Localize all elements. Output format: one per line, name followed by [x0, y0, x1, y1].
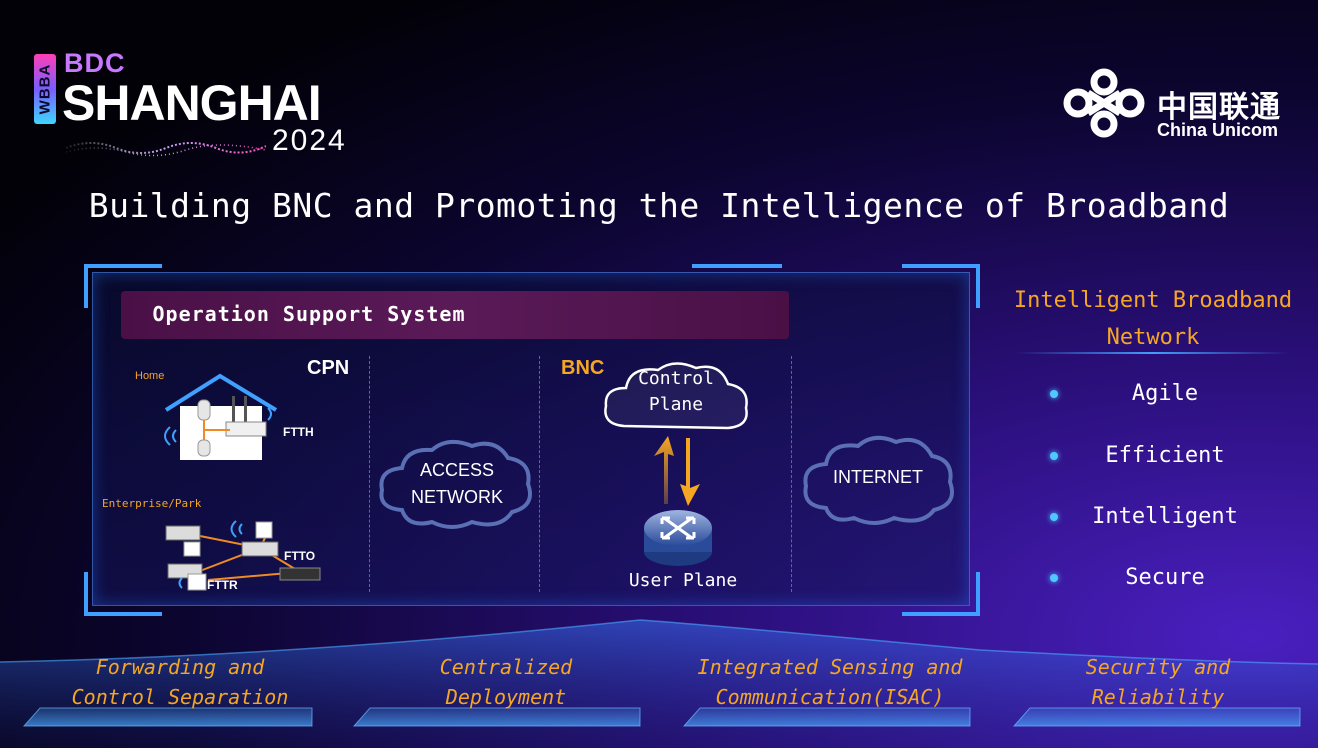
fttr-enterprise-label: FTTR: [207, 578, 238, 592]
bdc-text: BDC: [64, 48, 126, 78]
property-agile: Agile: [1131, 381, 1199, 406]
feature-line1: Centralized: [439, 655, 573, 679]
stage-platform-decoration-icon: [0, 619, 1318, 748]
feature-security-reliability: Security and Reliability: [1008, 652, 1308, 712]
ftth-label: FTTH: [283, 425, 314, 439]
feature-line2: Communication(ISAC): [715, 685, 945, 709]
property-efficient: Efficient: [1105, 443, 1225, 468]
partner-name-en: China Unicom: [1157, 120, 1279, 140]
user-plane-label: User Plane: [628, 570, 738, 591]
control-line2: Plane: [648, 394, 704, 415]
enterprise-label: Enterprise/Park: [102, 497, 202, 510]
oss-bar: [121, 291, 789, 339]
user-plane-router-icon: [644, 510, 712, 566]
internet-label: INTERNET: [833, 467, 923, 487]
feature-line2: Deployment: [445, 685, 567, 709]
separator-bnc-internet: [791, 356, 792, 592]
feature-line1: Security and: [1085, 655, 1231, 679]
bullet-dot-icon: [1050, 390, 1058, 398]
separator-access-bnc: [539, 356, 540, 592]
side-panel-divider: [1015, 352, 1290, 354]
access-line1: ACCESS: [419, 460, 495, 480]
cpn-label: CPN: [307, 357, 350, 379]
fttr-home-label: FTTR: [226, 443, 257, 457]
wbba-text: WBBA: [36, 63, 54, 115]
enterprise-network-icon: [165, 520, 321, 591]
property-secure: Secure: [1125, 565, 1205, 590]
side-heading-line2: Network: [1106, 325, 1200, 350]
feature-line1: Forwarding and: [95, 655, 265, 679]
feature-isac: Integrated Sensing and Communication(ISA…: [680, 652, 980, 712]
partner-name-cn: 中国联通: [1157, 90, 1281, 125]
internet-cloud-icon: [803, 435, 954, 525]
control-plane-label: Control Plane: [606, 366, 746, 418]
property-intelligent: Intelligent: [1092, 504, 1238, 529]
frame-corner-decoration-icon: [84, 264, 980, 616]
access-network-cloud-icon: [379, 439, 532, 529]
bnc-label: BNC: [561, 357, 605, 379]
bullet-dot-icon: [1050, 574, 1058, 582]
feature-line1: Integrated Sensing and: [697, 655, 963, 679]
control-line1: Control: [638, 368, 714, 389]
china-unicom-logo-icon: [1063, 68, 1145, 138]
wave-decoration-icon: [66, 142, 266, 157]
feature-centralized-deployment: Centralized Deployment: [356, 652, 656, 712]
feature-line2: Control Separation: [71, 685, 289, 709]
bullet-dot-icon: [1050, 452, 1058, 460]
page-title: Building BNC and Promoting the Intellige…: [88, 186, 1230, 225]
wbba-badge: WBBA: [34, 54, 56, 124]
home-label: Home: [135, 370, 165, 382]
side-panel-heading: Intelligent Broadband Network: [1000, 282, 1306, 356]
bullet-dot-icon: [1050, 513, 1058, 521]
home-house-icon: [164, 373, 278, 460]
event-year: 2024: [272, 124, 347, 157]
access-network-label: ACCESS NETWORK: [395, 457, 519, 511]
ftto-label: FTTO: [284, 549, 316, 563]
separator-cpn-access: [369, 356, 370, 592]
oss-label: Operation Support System: [152, 302, 466, 326]
control-user-arrows-icon: [654, 436, 700, 506]
control-plane-cloud-icon: [604, 362, 748, 430]
event-city: SHANGHAI: [62, 75, 322, 131]
feature-line2: Reliability: [1091, 685, 1225, 709]
feature-forwarding-control: Forwarding and Control Separation: [30, 652, 330, 712]
side-heading-line1: Intelligent Broadband: [1013, 288, 1293, 313]
access-line2: NETWORK: [411, 487, 503, 507]
